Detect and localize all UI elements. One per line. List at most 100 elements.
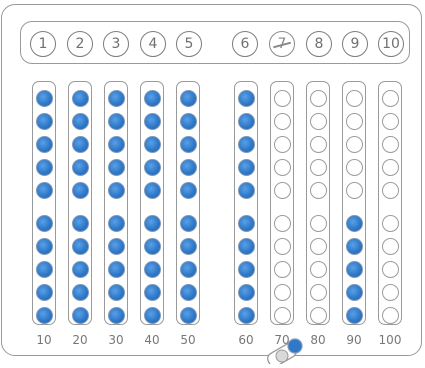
bead-filled[interactable] [180,182,197,199]
bead-empty[interactable] [310,159,327,176]
bead-filled[interactable] [238,261,255,278]
bead-filled[interactable] [36,90,53,107]
bead-filled[interactable] [180,284,197,301]
bead-filled[interactable] [144,261,161,278]
bead-filled[interactable] [238,182,255,199]
bead-empty[interactable] [310,261,327,278]
bead-empty[interactable] [274,90,291,107]
number-button-3[interactable]: 3 [103,31,129,57]
rod-50[interactable] [176,81,200,325]
bead-filled[interactable] [36,113,53,130]
bead-filled[interactable] [180,307,197,324]
bead-empty[interactable] [382,136,399,153]
bead-empty[interactable] [274,284,291,301]
bead-filled[interactable] [144,159,161,176]
bead-filled[interactable] [144,136,161,153]
bead-empty[interactable] [346,136,363,153]
bead-filled[interactable] [108,136,125,153]
bead-empty[interactable] [382,159,399,176]
bead-empty[interactable] [310,182,327,199]
bead-filled[interactable] [72,238,89,255]
bead-filled[interactable] [180,90,197,107]
number-button-5[interactable]: 5 [176,31,202,57]
bead-empty[interactable] [382,113,399,130]
bead-empty[interactable] [310,136,327,153]
bead-filled[interactable] [36,307,53,324]
rod-60[interactable] [234,81,258,325]
bead-filled[interactable] [72,307,89,324]
bead-filled[interactable] [238,238,255,255]
number-button-7[interactable]: 7 [269,31,295,57]
bead-empty[interactable] [274,136,291,153]
bead-empty[interactable] [346,113,363,130]
bead-filled[interactable] [238,136,255,153]
bead-empty[interactable] [310,307,327,324]
bead-empty[interactable] [310,113,327,130]
bead-filled[interactable] [72,159,89,176]
bead-empty[interactable] [382,182,399,199]
bead-filled[interactable] [144,238,161,255]
bead-filled[interactable] [180,238,197,255]
bead-filled[interactable] [72,90,89,107]
bead-filled[interactable] [180,261,197,278]
bead-filled[interactable] [346,238,363,255]
bead-filled[interactable] [108,215,125,232]
number-button-10[interactable]: 10 [378,31,404,57]
number-button-9[interactable]: 9 [342,31,368,57]
bead-filled[interactable] [36,238,53,255]
bead-filled[interactable] [108,307,125,324]
bead-filled[interactable] [72,113,89,130]
bead-empty[interactable] [346,159,363,176]
bead-empty[interactable] [274,215,291,232]
bead-empty[interactable] [274,261,291,278]
bead-filled[interactable] [238,113,255,130]
bead-filled[interactable] [144,182,161,199]
bead-filled[interactable] [72,261,89,278]
bead-empty[interactable] [310,90,327,107]
number-button-1[interactable]: 1 [30,31,56,57]
bead-filled[interactable] [180,113,197,130]
bead-filled[interactable] [108,238,125,255]
bead-filled[interactable] [346,215,363,232]
bead-empty[interactable] [310,238,327,255]
bead-filled[interactable] [72,215,89,232]
bead-empty[interactable] [274,182,291,199]
bead-filled[interactable] [144,284,161,301]
bead-filled[interactable] [36,284,53,301]
bead-filled[interactable] [36,215,53,232]
bead-drag-icon[interactable] [265,336,305,364]
bead-filled[interactable] [72,136,89,153]
number-button-8[interactable]: 8 [306,31,332,57]
bead-empty[interactable] [274,159,291,176]
bead-filled[interactable] [108,90,125,107]
bead-filled[interactable] [346,307,363,324]
bead-empty[interactable] [382,284,399,301]
bead-filled[interactable] [144,113,161,130]
rod-10[interactable] [32,81,56,325]
rod-80[interactable] [306,81,330,325]
bead-filled[interactable] [108,113,125,130]
bead-filled[interactable] [144,215,161,232]
bead-empty[interactable] [382,307,399,324]
bead-filled[interactable] [346,261,363,278]
bead-filled[interactable] [36,182,53,199]
bead-empty[interactable] [274,307,291,324]
bead-filled[interactable] [72,284,89,301]
bead-filled[interactable] [36,136,53,153]
bead-filled[interactable] [238,284,255,301]
bead-filled[interactable] [108,182,125,199]
bead-empty[interactable] [310,215,327,232]
number-button-6[interactable]: 6 [232,31,258,57]
number-button-4[interactable]: 4 [140,31,166,57]
bead-empty[interactable] [382,238,399,255]
bead-filled[interactable] [238,90,255,107]
rod-20[interactable] [68,81,92,325]
bead-filled[interactable] [36,261,53,278]
bead-filled[interactable] [36,159,53,176]
rod-30[interactable] [104,81,128,325]
number-button-2[interactable]: 2 [67,31,93,57]
bead-filled[interactable] [108,159,125,176]
bead-empty[interactable] [310,284,327,301]
bead-filled[interactable] [238,215,255,232]
bead-filled[interactable] [238,307,255,324]
